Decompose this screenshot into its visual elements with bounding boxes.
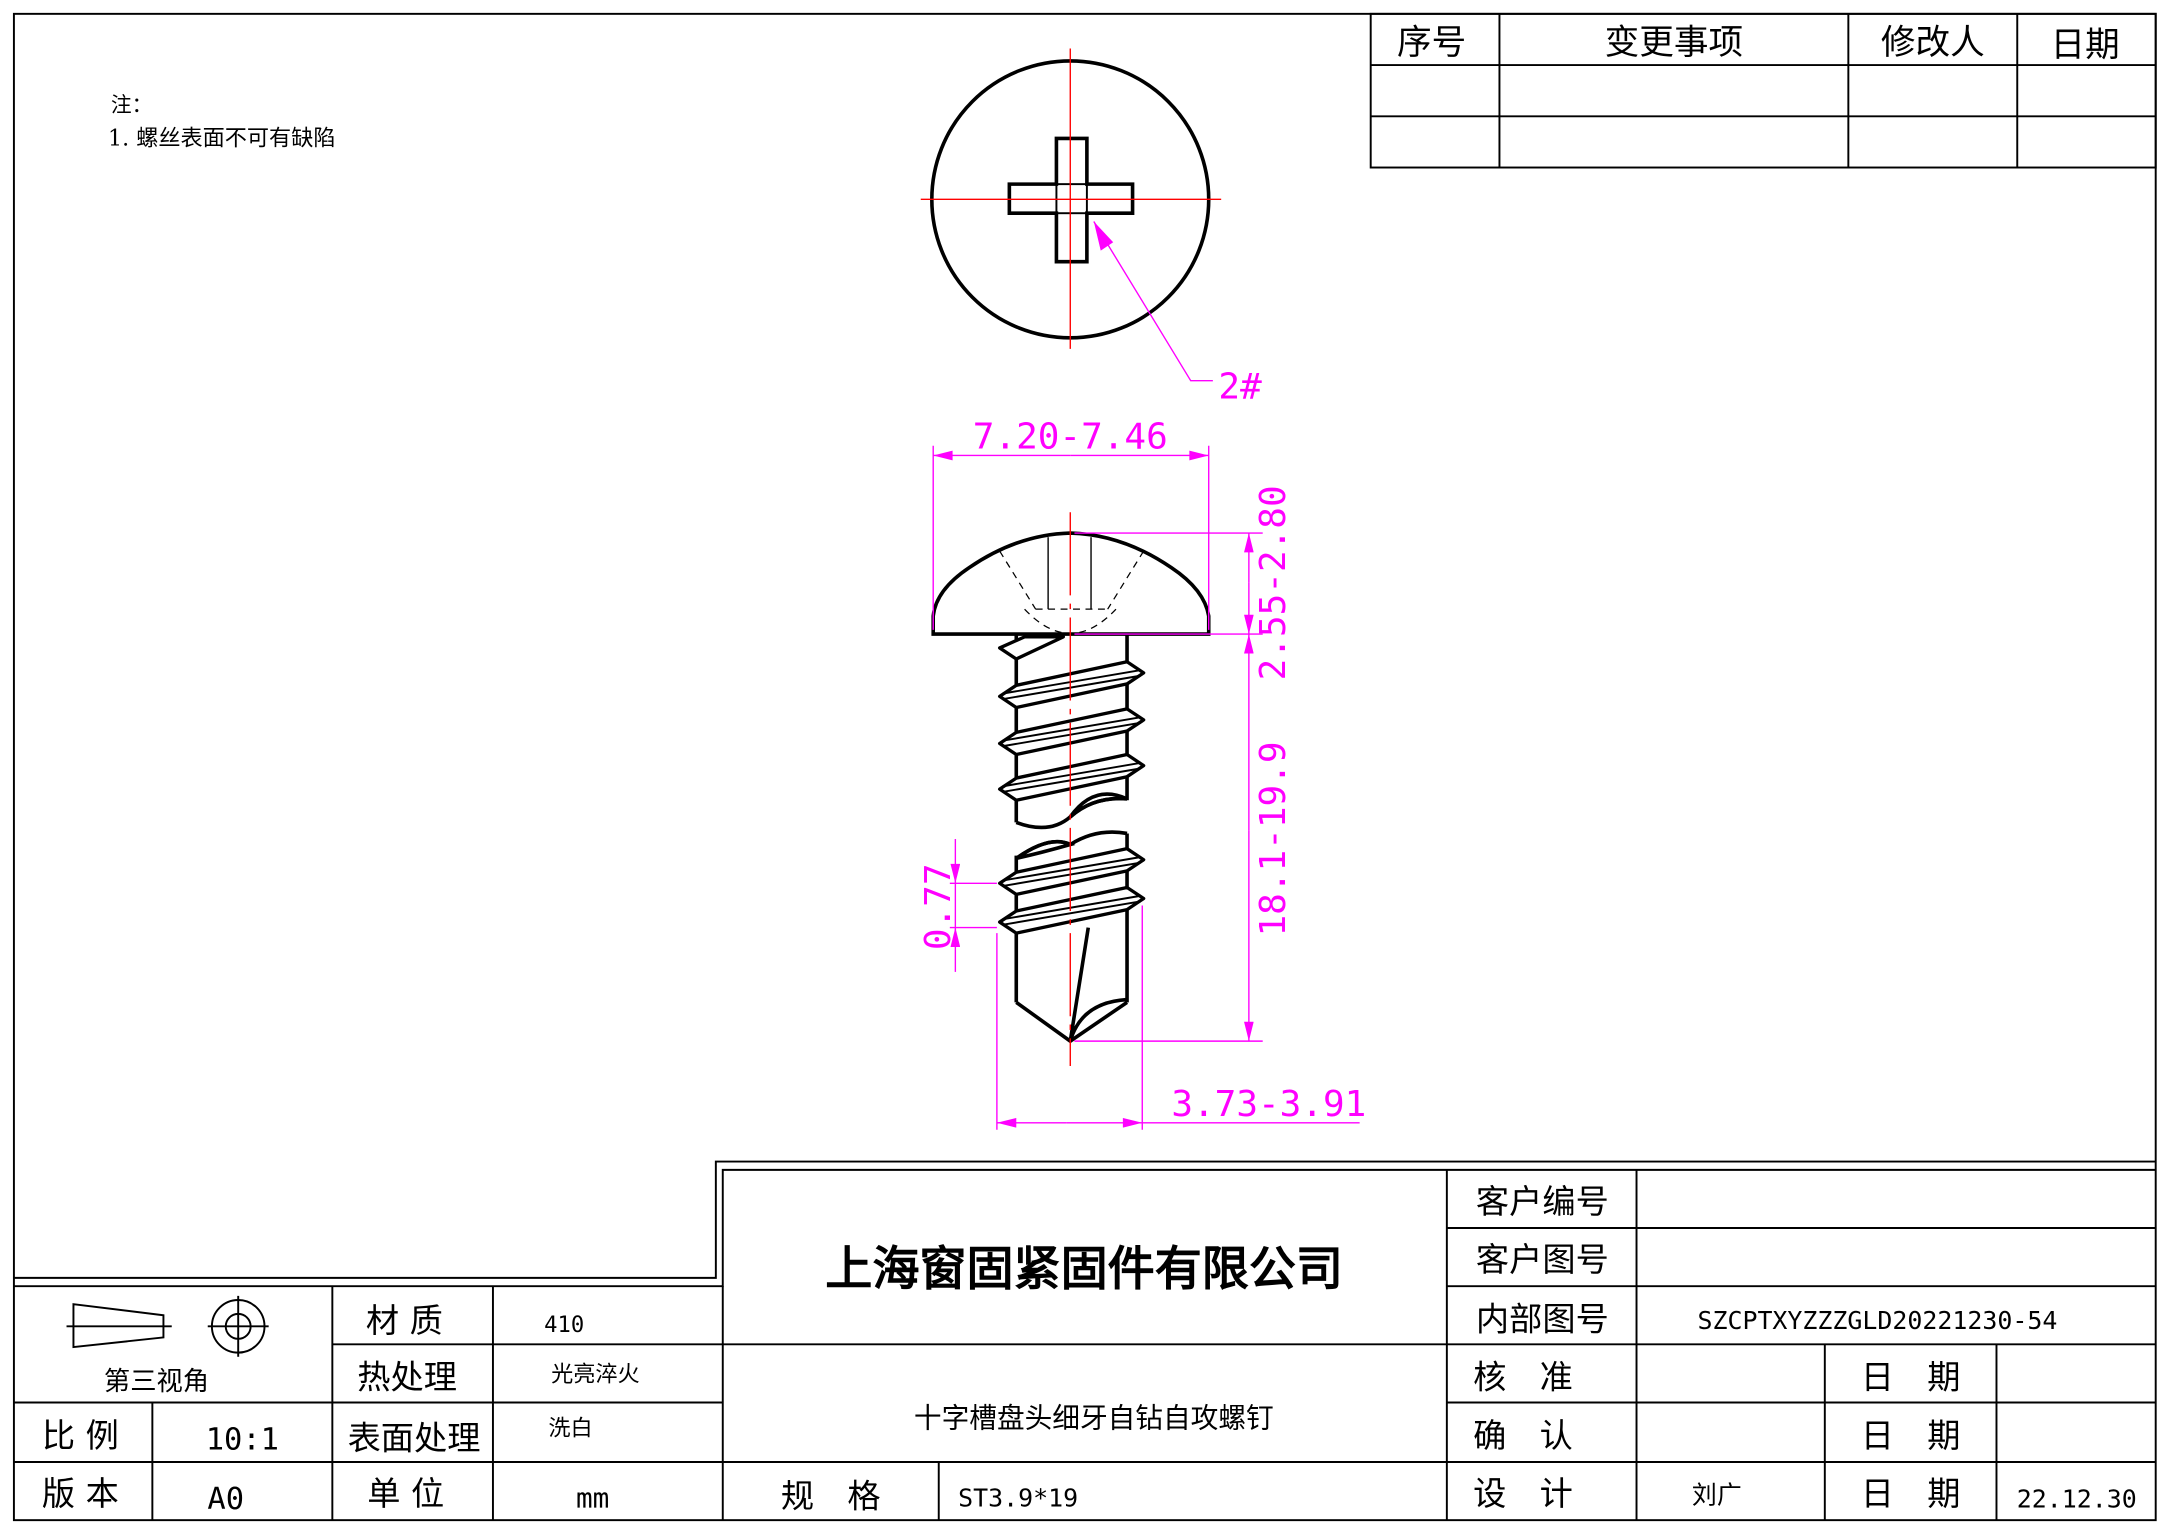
revision-header-no: 序号	[1397, 23, 1466, 63]
projection-symbol-icon	[66, 1295, 269, 1357]
material-label: 材 质	[366, 1301, 443, 1340]
thread-line	[1002, 767, 1142, 793]
internal-drawing-label: 内部图号	[1476, 1299, 1609, 1338]
surface-treatment-label: 表面处理	[348, 1419, 481, 1458]
notes: 注： 1. 螺丝表面不可有缺陷	[108, 93, 335, 151]
notes-title: 注：	[111, 93, 153, 117]
thread-line	[1002, 861, 1142, 888]
revision-header-editor: 修改人	[1881, 23, 1985, 63]
projection-label: 第三视角	[104, 1367, 209, 1397]
dim-head-height: 2.55-2.80	[1253, 485, 1294, 680]
threads	[998, 635, 1146, 935]
thread-turn	[998, 707, 1146, 757]
thread-turn	[998, 660, 1146, 710]
thread-turn	[998, 885, 1146, 935]
title-block: 第三视角 材 质 410 热处理 光亮淬火 表面处理 洗白 比 例 10:1 版…	[13, 1160, 2156, 1521]
unit-value: mm	[576, 1482, 609, 1515]
revision-header-date: 日期	[2050, 26, 2119, 66]
heat-treatment-value: 光亮淬火	[551, 1362, 640, 1388]
dim-head-diameter: 7.20-7.46	[973, 417, 1168, 458]
thread-turn-partial	[998, 635, 1066, 661]
version-label: 版 本	[42, 1474, 119, 1513]
callout-leader	[1093, 221, 1213, 382]
thread-turn	[998, 752, 1146, 802]
dimensions: 7.20-7.46 2.55-2.80 18.1-19.9 0.77 3.73-…	[918, 417, 1366, 1130]
thread-line	[1002, 674, 1142, 701]
approve-date-label: 日 期	[1861, 1358, 1961, 1397]
thread-line	[1002, 669, 1142, 695]
version-value: A0	[207, 1482, 244, 1517]
top-view: 2#	[920, 48, 1262, 408]
design-label: 设 计	[1473, 1474, 1573, 1513]
drill-tip	[1015, 927, 1129, 1044]
designer-value: 刘广	[1692, 1481, 1742, 1510]
scale-value: 10:1	[206, 1423, 279, 1458]
revision-table: 序号 变更事项 修改人 日期	[1369, 12, 2157, 169]
heat-treatment-label: 热处理	[357, 1358, 457, 1397]
dim-length: 18.1-19.9	[1253, 742, 1294, 937]
sheet-border	[12, 12, 2157, 1522]
note-item: 1. 螺丝表面不可有缺陷	[108, 125, 335, 151]
spec-label: 规 格	[781, 1477, 881, 1516]
design-date-value: 22.12.30	[2017, 1485, 2137, 1514]
dim-thread-pitch: 0.77	[918, 863, 959, 950]
thread-line	[1002, 856, 1142, 882]
surface-treatment-value: 洗白	[548, 1416, 592, 1442]
approve-label: 核 准	[1473, 1358, 1573, 1397]
company-name: 上海窗固紧固件有限公司	[825, 1242, 1343, 1297]
side-view	[931, 512, 1211, 1067]
thread-line	[1002, 721, 1142, 748]
scale-label: 比 例	[42, 1416, 119, 1455]
thread-turn	[998, 847, 1146, 897]
design-date-label: 日 期	[1861, 1474, 1961, 1513]
confirm-date-label: 日 期	[1861, 1416, 1961, 1455]
customer-drawing-label: 客户图号	[1476, 1240, 1609, 1279]
dim-thread-diameter: 3.73-3.91	[1171, 1084, 1366, 1125]
material-value: 410	[544, 1312, 584, 1338]
revision-header-change: 变更事项	[1605, 23, 1743, 63]
thread-line	[1002, 894, 1142, 921]
product-name: 十字槽盘头细牙自钻自攻螺钉	[914, 1401, 1274, 1434]
thread-line	[1002, 900, 1142, 926]
recess-callout: 2#	[1218, 367, 1262, 408]
confirm-label: 确 认	[1473, 1416, 1573, 1455]
unit-label: 单 位	[367, 1474, 444, 1513]
internal-drawing-value: SZCPTXYZZZGLD20221230-54	[1697, 1306, 2057, 1335]
spec-value: ST3.9*19	[958, 1483, 1078, 1512]
customer-no-label: 客户编号	[1476, 1182, 1609, 1221]
thread-line	[1002, 761, 1142, 788]
thread-line	[1002, 716, 1142, 742]
